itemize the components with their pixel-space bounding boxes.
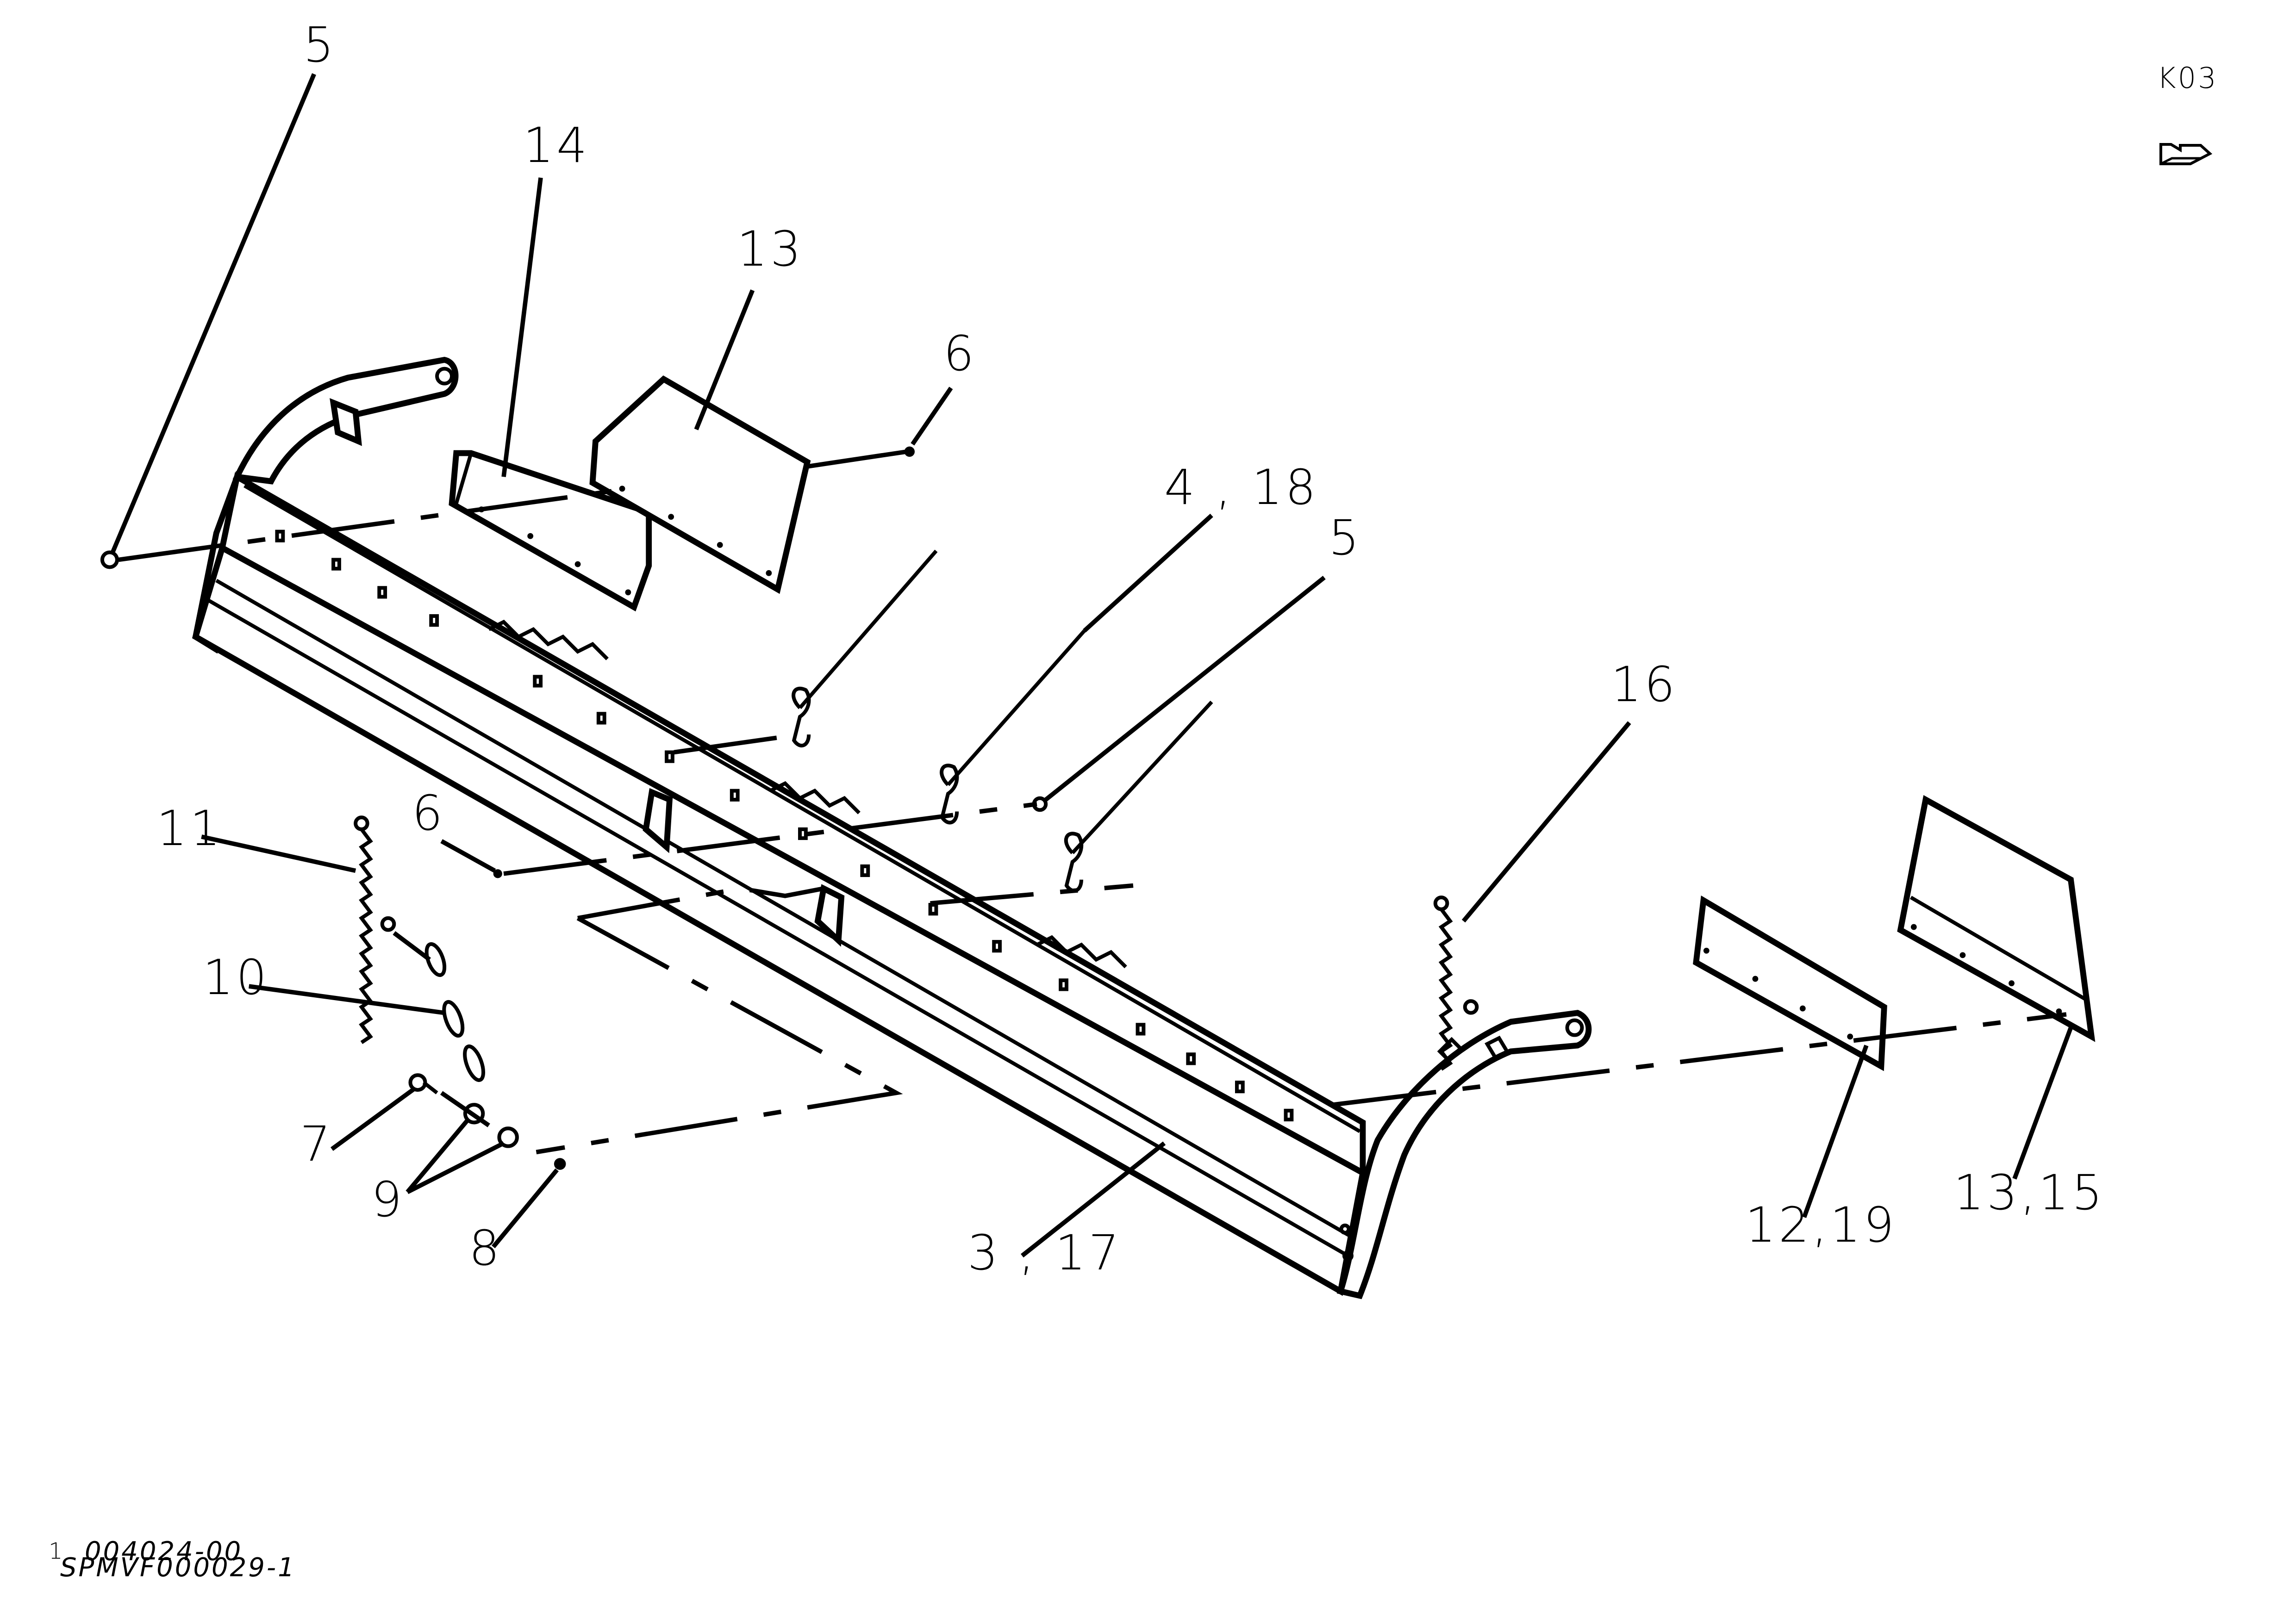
plate-part-14 [449,450,652,612]
plate-part-13-15 [1897,795,2096,1042]
spring-part-16 [1433,895,1479,1071]
spring-part-11 [354,815,396,1044]
assembly-centerlines [118,449,2067,1155]
plate-part-13-upper [589,375,811,594]
leader-lines [110,73,2073,1258]
hardware-parts [100,446,1511,1170]
page-arrow-icon[interactable] [2158,135,2214,174]
plate-part-12-19 [1693,895,1887,1071]
main-beam-part [192,357,1592,1300]
hooked-rod-parts [792,549,1213,893]
chain-part-10 [424,942,486,1082]
